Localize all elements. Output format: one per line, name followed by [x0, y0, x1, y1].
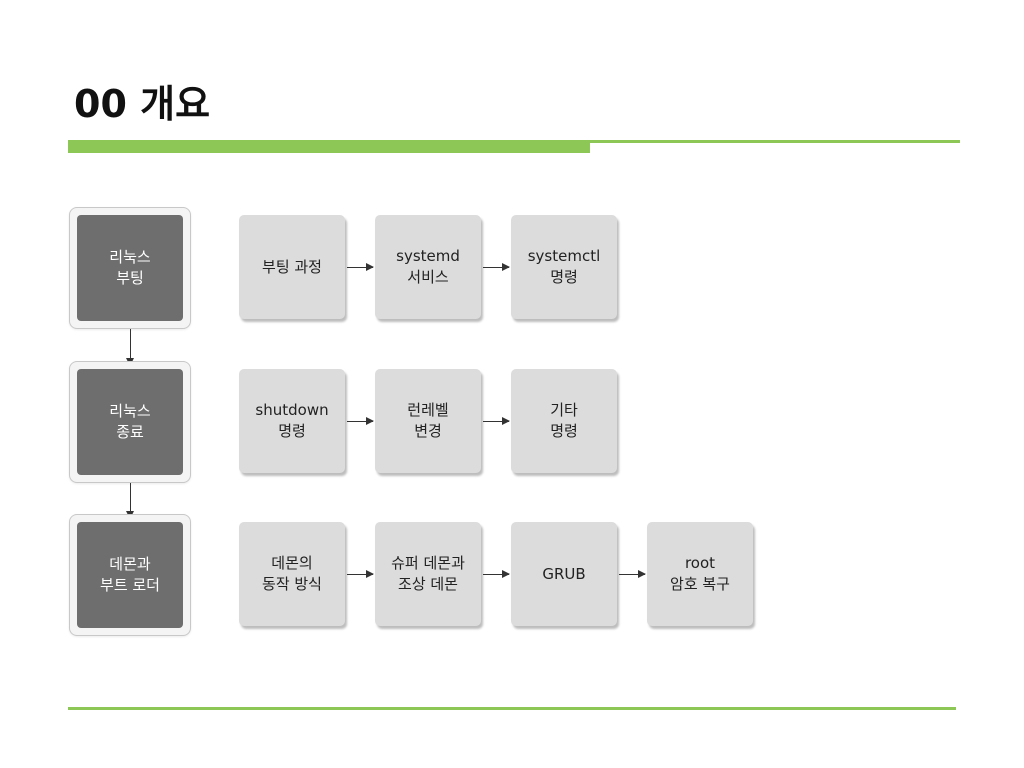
category-label: 데몬과 부트 로더 [77, 522, 183, 628]
arrow-down [126, 483, 134, 519]
arrow-right [347, 417, 374, 425]
category-linux-boot: 리눅스 부팅 [69, 207, 191, 329]
category-linux-shutdown: 리눅스 종료 [69, 361, 191, 483]
item-other-commands: 기타 명령 [511, 369, 617, 473]
item-super-daemon: 슈퍼 데몬과 조상 데몬 [375, 522, 481, 626]
arrow-right [483, 263, 510, 271]
item-systemctl-command: systemctl 명령 [511, 215, 617, 319]
arrow-right [483, 417, 510, 425]
arrow-right [347, 263, 374, 271]
arrow-right [619, 570, 646, 578]
item-shutdown-command: shutdown 명령 [239, 369, 345, 473]
item-runlevel-change: 런레벨 변경 [375, 369, 481, 473]
title-underline-thick [68, 140, 590, 153]
item-daemon-operation: 데몬의 동작 방식 [239, 522, 345, 626]
title-underline-thin [590, 140, 960, 143]
arrow-down [126, 329, 134, 366]
arrow-right [483, 570, 510, 578]
item-boot-process: 부팅 과정 [239, 215, 345, 319]
slide-title: 00 개요 [74, 82, 211, 126]
category-label: 리눅스 부팅 [77, 215, 183, 321]
item-root-password-recovery: root 암호 복구 [647, 522, 753, 626]
category-label: 리눅스 종료 [77, 369, 183, 475]
footer-rule [68, 707, 956, 710]
item-grub: GRUB [511, 522, 617, 626]
arrow-right [347, 570, 374, 578]
category-daemon-bootloader: 데몬과 부트 로더 [69, 514, 191, 636]
item-systemd-service: systemd 서비스 [375, 215, 481, 319]
